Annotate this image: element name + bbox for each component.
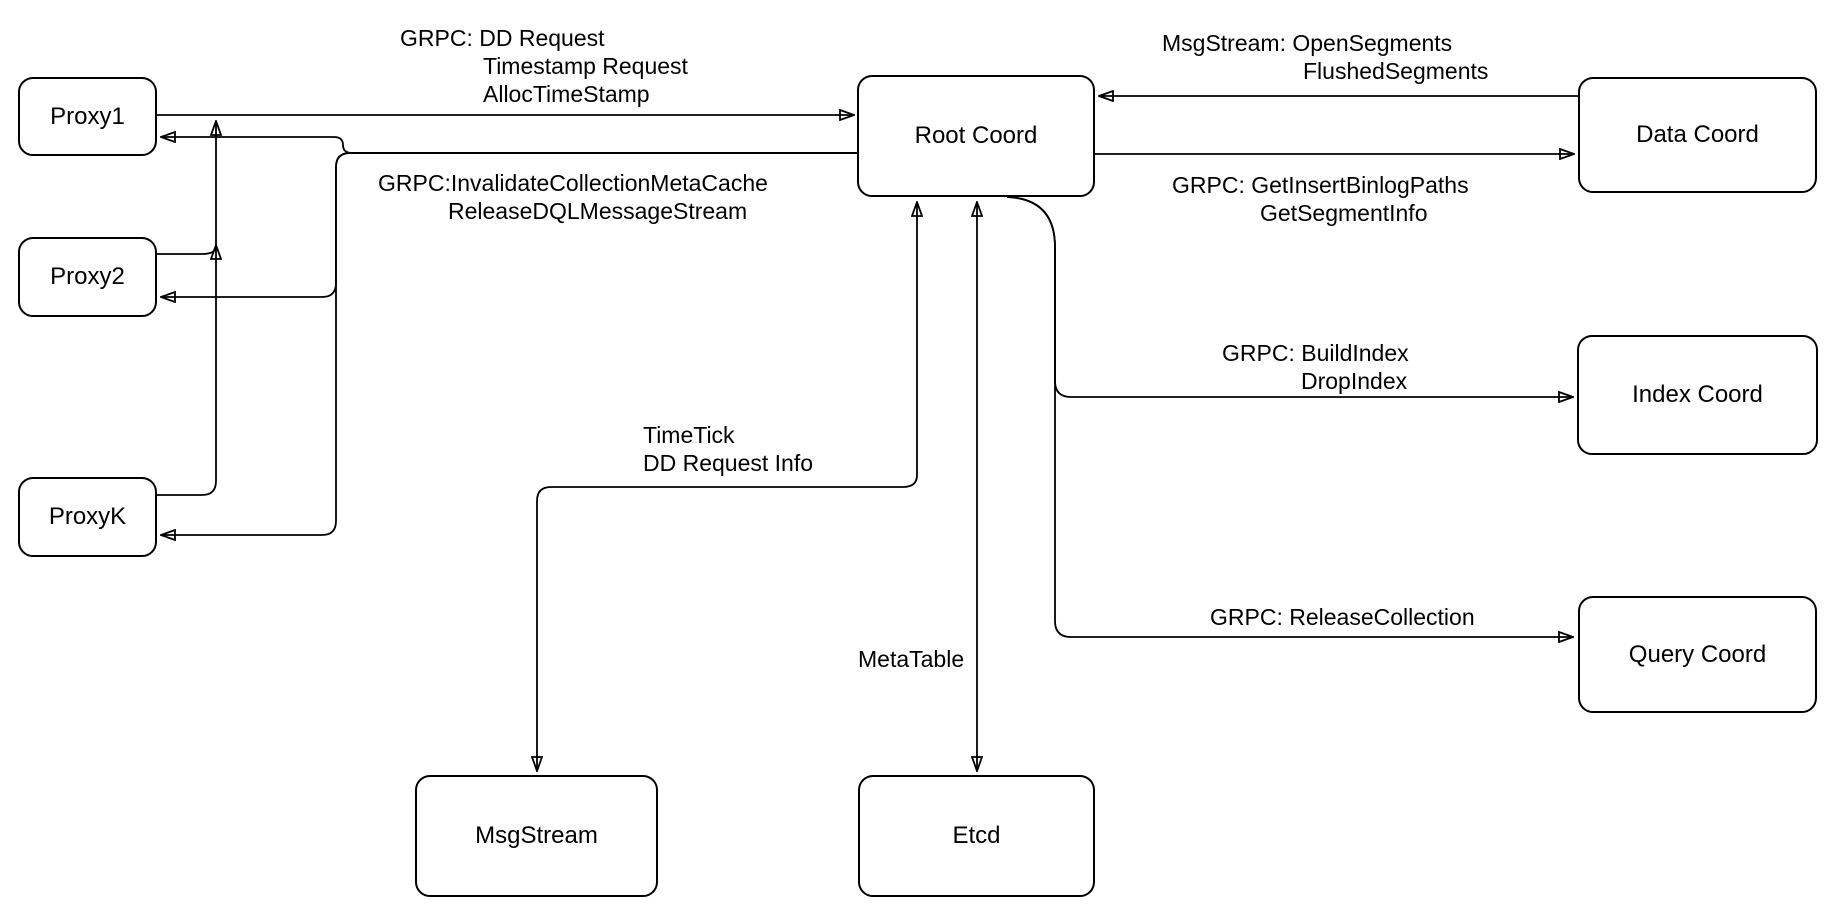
node-proxyk: ProxyK <box>18 477 157 557</box>
node-querycoord-label: Query Coord <box>1628 640 1767 668</box>
node-etcd: Etcd <box>858 775 1095 897</box>
edge-label-rootcoord-to-proxies: GRPC:InvalidateCollectionMetaCache Relea… <box>378 169 768 225</box>
node-datacoord: Data Coord <box>1578 77 1817 193</box>
edge-label-rootcoord-etcd: MetaTable <box>858 645 964 673</box>
edge-label-line: TimeTick <box>643 422 735 448</box>
node-rootcoord-label: Root Coord <box>914 122 1038 149</box>
edge-label-line: Timestamp Request <box>483 53 688 79</box>
edge-rootcoord-to-querycoord <box>1006 196 1572 637</box>
node-proxy1-label: Proxy1 <box>50 102 125 130</box>
edge-label-rootcoord-to-indexcoord: GRPC: BuildIndex DropIndex <box>1222 339 1409 395</box>
node-indexcoord-label: Index Coord <box>1632 381 1763 408</box>
node-rootcoord: Root Coord <box>857 75 1095 197</box>
node-proxy2: Proxy2 <box>18 237 157 317</box>
node-etcd-label: Etcd <box>952 822 1001 849</box>
edge-label-proxies-to-rootcoord: GRPC: DD Request Timestamp Request Alloc… <box>400 24 688 108</box>
edge-label-line: ReleaseDQLMessageStream <box>448 198 748 224</box>
node-msgstream-label: MsgStream <box>475 822 598 849</box>
edge-label-rootcoord-to-querycoord: GRPC: ReleaseCollection <box>1210 603 1475 631</box>
node-proxy1: Proxy1 <box>18 77 157 156</box>
edge-label-datacoord-to-rootcoord: MsgStream: OpenSegments FlushedSegments <box>1162 29 1488 85</box>
edge-label-line: GetSegmentInfo <box>1260 200 1428 226</box>
edge-label-line: MsgStream: OpenSegments <box>1162 30 1453 56</box>
edge-label-line: AllocTimeStamp <box>483 81 650 107</box>
node-msgstream: MsgStream <box>415 775 658 897</box>
node-datacoord-label: Data Coord <box>1636 121 1759 148</box>
edge-proxy2-to-collector <box>157 246 216 254</box>
edge-label-rootcoord-msgstream: TimeTick DD Request Info <box>643 421 813 477</box>
edge-proxyk-to-collector <box>157 122 216 496</box>
node-indexcoord: Index Coord <box>1577 335 1818 455</box>
edge-label-line: GRPC: GetInsertBinlogPaths <box>1172 172 1469 198</box>
edge-label-line: GRPC: ReleaseCollection <box>1210 604 1475 630</box>
edge-label-line: DD Request Info <box>643 450 814 476</box>
node-proxy2-label: Proxy2 <box>50 263 125 290</box>
edge-rootcoord-msgstream <box>537 203 917 770</box>
edge-label-line: FlushedSegments <box>1303 58 1489 84</box>
edge-label-line: GRPC: BuildIndex <box>1222 340 1409 366</box>
edge-label-line: GRPC:InvalidateCollectionMetaCache <box>378 170 768 196</box>
node-querycoord: Query Coord <box>1578 596 1817 713</box>
node-proxyk-label: ProxyK <box>48 503 127 530</box>
edge-label-line: MetaTable <box>858 646 965 672</box>
edge-label-line: DropIndex <box>1301 368 1408 394</box>
edge-label-line: GRPC: DD Request <box>400 25 605 51</box>
edge-label-rootcoord-to-datacoord: GRPC: GetInsertBinlogPaths GetSegmentInf… <box>1172 171 1469 227</box>
edge-rootcoord-to-proxy1 <box>162 137 857 154</box>
edge-rootcoord-to-proxyk <box>162 152 857 535</box>
